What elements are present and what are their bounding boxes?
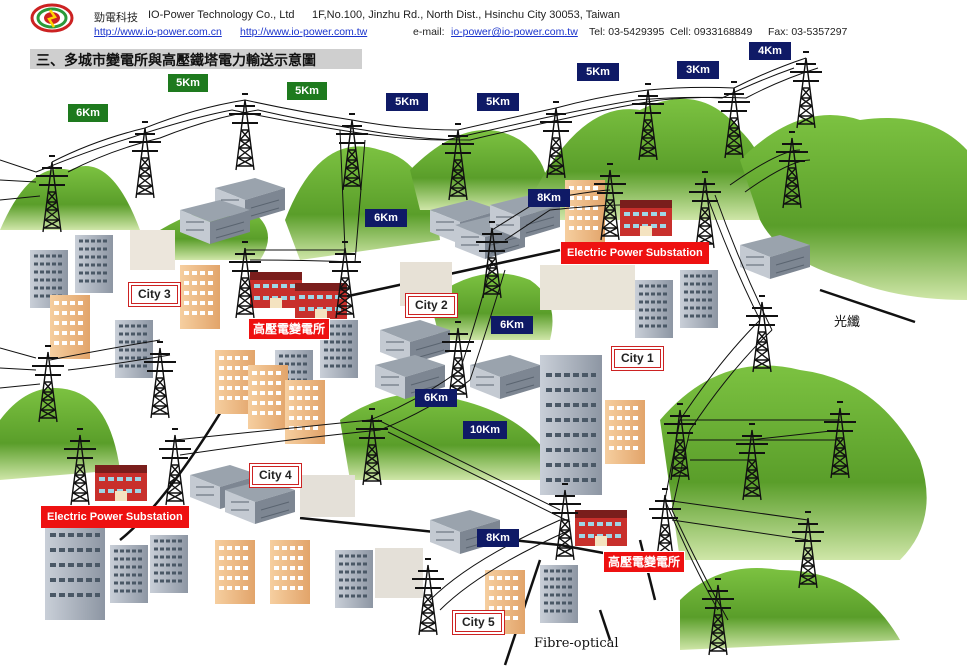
url-tw[interactable]: http://www.io-power.com.tw xyxy=(240,26,368,38)
distance-tag: 6Km xyxy=(68,104,108,122)
page-title: 三、多城市變電所與高壓鐵塔電力輸送示意圖 xyxy=(36,53,316,69)
hv-substation-label-right: 高壓電變電所 xyxy=(603,551,686,573)
url-cn-link[interactable]: http://www.io-power.com.cn xyxy=(94,26,222,38)
power-lines xyxy=(0,57,841,621)
company-logo xyxy=(30,3,74,33)
distance-tag: 6Km xyxy=(491,316,533,334)
distance-tag: 10Km xyxy=(463,421,507,439)
tel-number: Tel: 03-5429395 xyxy=(589,26,665,38)
url-cn[interactable]: http://www.io-power.com.cn xyxy=(94,26,222,38)
company-name-en: IO-Power Technology Co., Ltd xyxy=(148,9,295,21)
substation-label-left: Electric Power Substation xyxy=(41,506,189,528)
distance-tag: 5Km xyxy=(386,93,428,111)
substation-label-top: Electric Power Substation xyxy=(561,242,709,264)
city-label-4: City 4 xyxy=(252,466,299,485)
distance-tag: 8Km xyxy=(477,529,519,547)
distance-tag: 5Km xyxy=(577,63,619,81)
distance-tag: 8Km xyxy=(528,189,570,207)
url-tw-link[interactable]: http://www.io-power.com.tw xyxy=(240,26,367,38)
buildings xyxy=(28,177,811,636)
city-label-3: City 3 xyxy=(131,285,178,304)
city-label-5: City 5 xyxy=(455,613,502,632)
distance-tag: 6Km xyxy=(415,389,457,407)
fax-number: Fax: 03-5357297 xyxy=(768,26,848,38)
distance-tag: 4Km xyxy=(749,42,791,60)
city-label-2: City 2 xyxy=(408,296,455,315)
hills xyxy=(0,98,967,650)
title-bar xyxy=(30,49,362,69)
company-name-cn: 勁電科技 xyxy=(94,12,138,24)
distance-tag: 5Km xyxy=(477,93,519,111)
hv-substation-label-left: 高壓電變電所 xyxy=(248,318,331,340)
email-link[interactable]: io-power@io-power.com.tw xyxy=(451,26,578,38)
distance-tag: 3Km xyxy=(677,61,719,79)
distance-tag: 5Km xyxy=(168,74,208,92)
distance-tag: 6Km xyxy=(365,209,407,227)
cell-number: Cell: 0933168849 xyxy=(670,26,753,38)
email-address[interactable]: io-power@io-power.com.tw xyxy=(451,26,578,38)
company-address: 1F,No.100, Jinzhu Rd., North Dist., Hsin… xyxy=(312,9,620,21)
city-label-1: City 1 xyxy=(614,349,661,368)
fiber-label-cn: 光纖 xyxy=(834,315,861,330)
email-label: e-mail: xyxy=(413,26,445,38)
distance-tag: 5Km xyxy=(287,82,327,100)
fiber-label-en: Fibre-optical xyxy=(534,636,619,651)
